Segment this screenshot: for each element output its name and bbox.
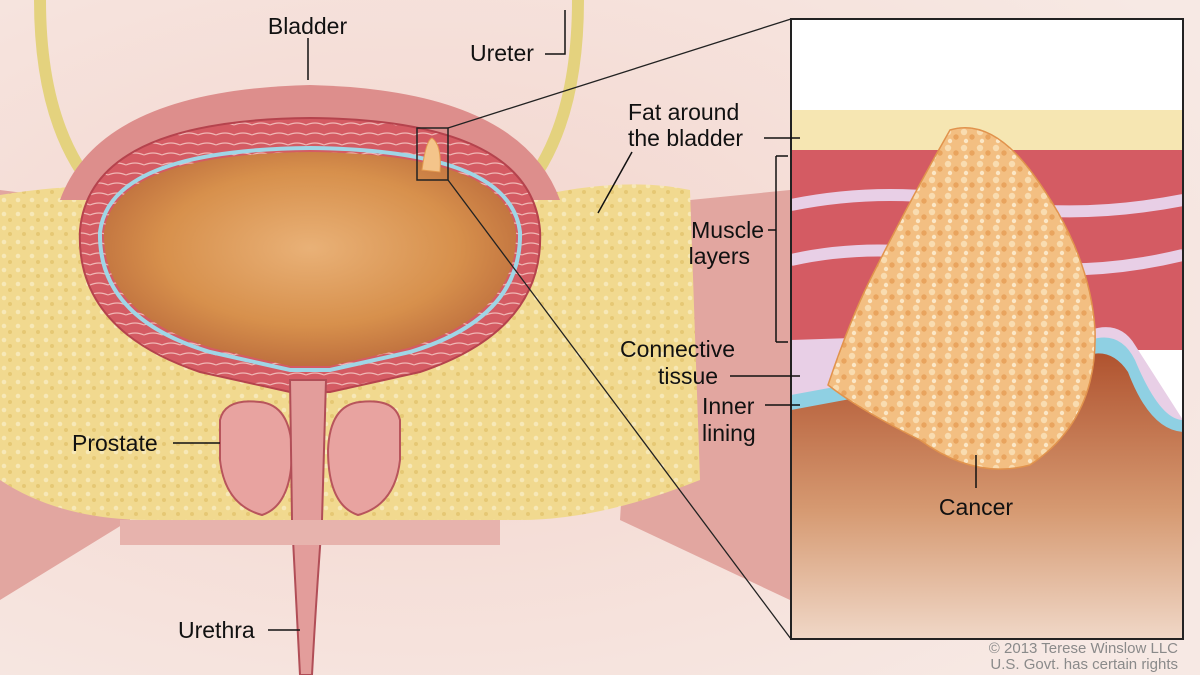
zoom-line-top <box>447 18 792 129</box>
label-inner-line1: Inner <box>702 393 755 419</box>
small-tumor <box>421 137 441 173</box>
label-muscle-line2: layers <box>688 243 750 269</box>
label-bladder: Bladder <box>267 13 348 39</box>
bracket-muscle <box>768 155 788 343</box>
label-urethra: Urethra <box>178 617 255 643</box>
pelvic-floor <box>120 520 500 545</box>
leader-ureter <box>545 10 566 55</box>
zoom-line-bottom <box>447 179 792 640</box>
inset-deep-tissue <box>791 353 1183 639</box>
copyright-notice: © 2013 Terese Winslow LLC U.S. Govt. has… <box>989 641 1178 673</box>
label-ureter: Ureter <box>470 40 534 66</box>
zoom-box <box>416 127 449 181</box>
label-cancer: Cancer <box>938 494 1014 520</box>
label-prostate: Prostate <box>72 430 158 456</box>
copyright-line1: © 2013 Terese Winslow LLC <box>988 640 1178 657</box>
inset-frame <box>790 18 1184 640</box>
label-fat-line2: the bladder <box>628 125 744 151</box>
cancer-tumor <box>827 127 1096 470</box>
prostate-right-lobe <box>326 400 401 517</box>
label-muscle-line1: Muscle <box>691 217 764 243</box>
inset-detail <box>791 19 1183 639</box>
copyright-line2: U.S. Govt. has certain rights <box>990 656 1178 673</box>
label-inner-line2: lining <box>702 420 756 446</box>
bladder-interior <box>103 152 517 366</box>
label-connective-line2: tissue <box>658 363 719 389</box>
leader-fat-main <box>597 151 633 214</box>
inner-lining <box>97 145 523 372</box>
label-fat-line1: Fat around <box>628 99 740 125</box>
label-connective-line1: Connective <box>620 336 736 362</box>
